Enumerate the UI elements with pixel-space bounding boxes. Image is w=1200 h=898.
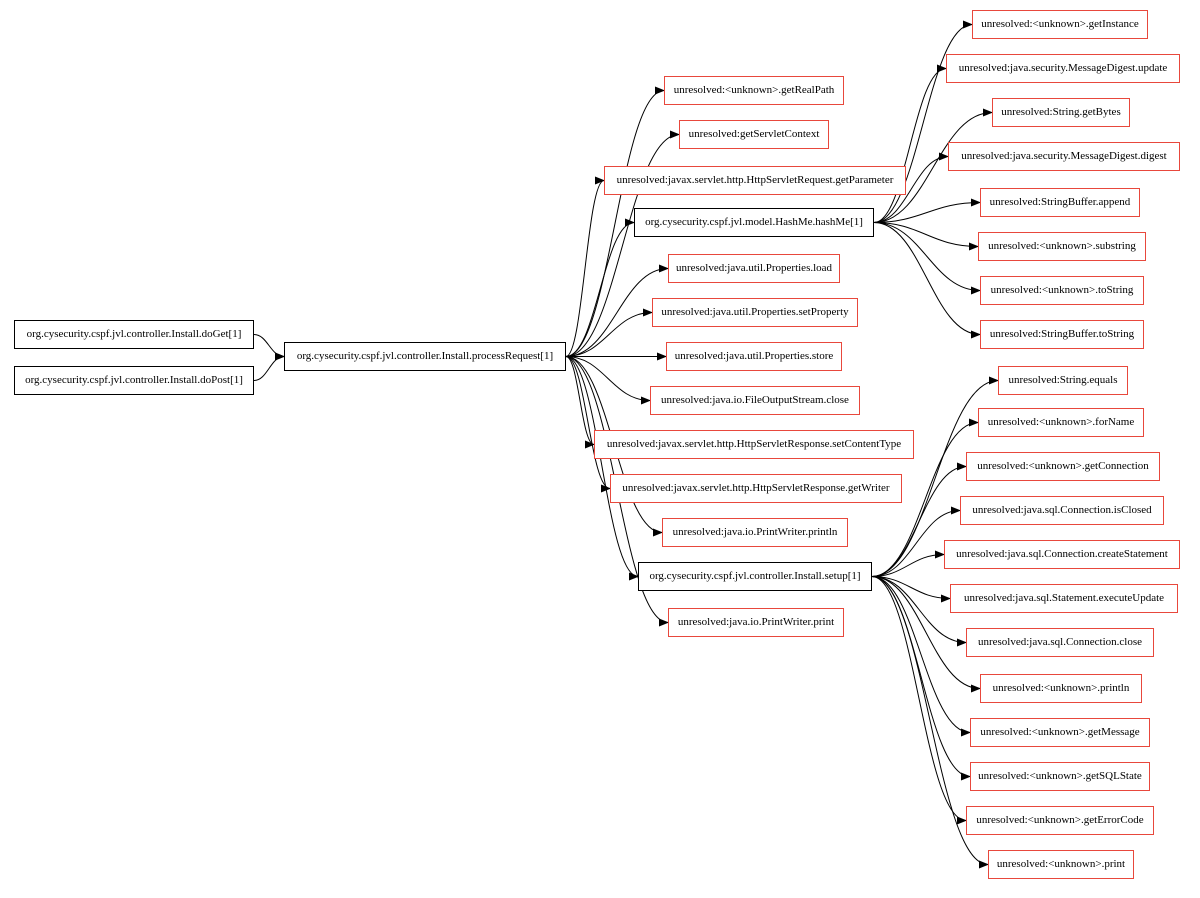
edge-setup-to-stmtExecUpdate [871,576,951,603]
graph-node-getWriter: unresolved:javax.servlet.http.HttpServle… [610,474,902,503]
edge-processRequest-to-setContentType [565,356,595,449]
graph-node-mdDigest: unresolved:java.security.MessageDigest.d… [948,142,1180,171]
graph-node-pwPrintln: unresolved:java.io.PrintWriter.println [662,518,848,547]
graph-node-getConnection: unresolved:<unknown>.getConnection [966,452,1160,481]
graph-node-toStringU: unresolved:<unknown>.toString [980,276,1144,305]
graph-node-strEquals: unresolved:String.equals [998,366,1128,395]
edge-processRequest-to-propsLoad [565,264,669,357]
graph-node-forName: unresolved:<unknown>.forName [978,408,1144,437]
graph-node-processRequest: org.cysecurity.cspf.jvl.controller.Insta… [284,342,566,371]
graph-node-getSQLState: unresolved:<unknown>.getSQLState [970,762,1150,791]
graph-node-getBytes: unresolved:String.getBytes [992,98,1130,127]
edge-setup-to-connCreateStmt [871,550,945,577]
graph-node-sbAppend: unresolved:StringBuffer.append [980,188,1140,217]
graph-node-pwPrint: unresolved:java.io.PrintWriter.print [668,608,844,637]
edge-hashMe-to-getInstance [873,20,973,223]
edge-hashMe-to-substring [873,222,979,251]
edge-hashMe-to-mdDigest [873,152,949,223]
graph-node-stmtExecUpdate: unresolved:java.sql.Statement.executeUpd… [950,584,1178,613]
edge-setup-to-uPrint [871,576,989,869]
graph-node-doPost: org.cysecurity.cspf.jvl.controller.Insta… [14,366,254,395]
edge-setup-to-getErrorCode [871,576,967,825]
graph-node-getServletContext: unresolved:getServletContext [679,120,829,149]
graph-node-getMessage: unresolved:<unknown>.getMessage [970,718,1150,747]
graph-node-sbToString: unresolved:StringBuffer.toString [980,320,1144,349]
graph-node-setContentType: unresolved:javax.servlet.http.HttpServle… [594,430,914,459]
edge-hashMe-to-getBytes [873,108,993,223]
graph-node-propsLoad: unresolved:java.util.Properties.load [668,254,840,283]
graph-node-mdUpdate: unresolved:java.security.MessageDigest.u… [946,54,1180,83]
edge-processRequest-to-getWriter [565,356,611,493]
edge-processRequest-to-fosClose [565,356,651,405]
graph-node-propsStore: unresolved:java.util.Properties.store [666,342,842,371]
graph-node-propsSet: unresolved:java.util.Properties.setPrope… [652,298,858,327]
edge-doGet-to-processRequest [253,334,285,361]
edge-processRequest-to-getServletContext [565,130,680,357]
edge-setup-to-uPrintln [871,576,981,693]
graph-node-hashMe: org.cysecurity.cspf.jvl.model.HashMe.has… [634,208,874,237]
graph-node-uPrintln: unresolved:<unknown>.println [980,674,1142,703]
edge-hashMe-to-toStringU [873,222,981,295]
edge-hashMe-to-mdUpdate [873,64,947,223]
edge-setup-to-getMessage [871,576,971,737]
edge-processRequest-to-getParameter [565,176,605,357]
graph-node-connClose: unresolved:java.sql.Connection.close [966,628,1154,657]
graph-node-fosClose: unresolved:java.io.FileOutputStream.clos… [650,386,860,415]
graph-node-connCreateStmt: unresolved:java.sql.Connection.createSta… [944,540,1180,569]
edge-setup-to-connIsClosed [871,506,961,577]
graph-node-getErrorCode: unresolved:<unknown>.getErrorCode [966,806,1154,835]
graph-node-substring: unresolved:<unknown>.substring [978,232,1146,261]
edge-processRequest-to-setup [565,356,639,581]
graph-node-setup: org.cysecurity.cspf.jvl.controller.Insta… [638,562,872,591]
graph-node-uPrint: unresolved:<unknown>.print [988,850,1134,879]
edge-doPost-to-processRequest [253,352,285,381]
graph-node-getRealPath: unresolved:<unknown>.getRealPath [664,76,844,105]
graph-node-getInstance: unresolved:<unknown>.getInstance [972,10,1148,39]
edge-hashMe-to-sbAppend [873,198,981,223]
edge-processRequest-to-propsSet [565,308,653,357]
edge-setup-to-getConnection [871,462,967,577]
graph-node-connIsClosed: unresolved:java.sql.Connection.isClosed [960,496,1164,525]
graph-node-getParameter: unresolved:javax.servlet.http.HttpServle… [604,166,906,195]
graph-node-doGet: org.cysecurity.cspf.jvl.controller.Insta… [14,320,254,349]
edge-processRequest-to-hashMe [565,218,635,357]
edge-hashMe-to-sbToString [873,222,981,339]
